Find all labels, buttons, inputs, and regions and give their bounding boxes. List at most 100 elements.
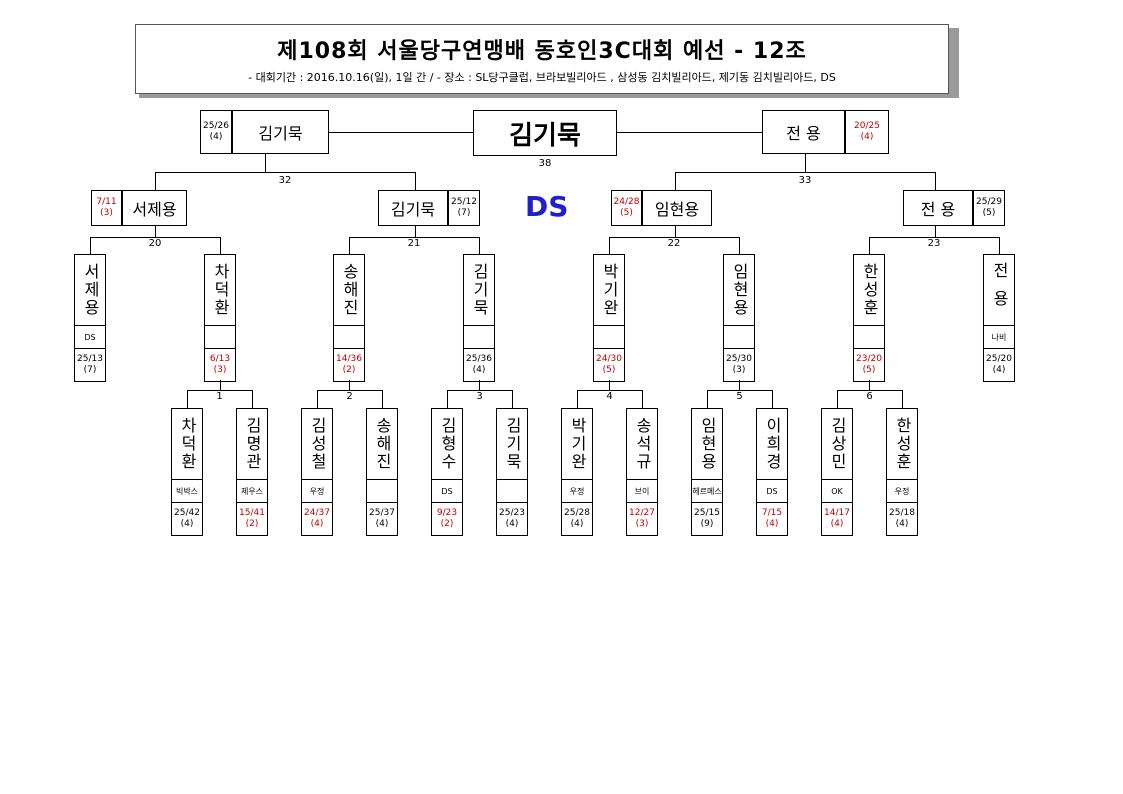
match-number: 38 xyxy=(538,158,552,169)
first-right-score: 25/18(4) xyxy=(886,502,918,536)
quarter-left-score: 14/36(2) xyxy=(333,348,365,382)
match-number: 32 xyxy=(278,175,292,186)
bracket-line xyxy=(415,172,416,190)
innings: (4) xyxy=(209,132,223,142)
bracket-line xyxy=(155,226,156,237)
innings: (3) xyxy=(732,365,746,375)
first-left-club: 우정 xyxy=(561,479,593,503)
score: 25/20 xyxy=(986,354,1012,364)
match-number: 6 xyxy=(866,391,873,402)
quarter-right-name: 임현용 xyxy=(723,254,755,326)
innings: (5) xyxy=(982,208,996,218)
score: 23/20 xyxy=(856,354,882,364)
first-left-club: 헤르메스 xyxy=(691,479,723,503)
first-right-name: 한성훈 xyxy=(886,408,918,480)
quarter-left-club: DS xyxy=(74,325,106,349)
score: 20/25 xyxy=(854,121,880,131)
bracket-line xyxy=(220,380,221,390)
innings: (4) xyxy=(992,365,1006,375)
quarter-left-score: 23/20(5) xyxy=(853,348,885,382)
bracket-line xyxy=(609,237,610,254)
innings: (2) xyxy=(342,365,356,375)
first-left-score: 25/42(4) xyxy=(171,502,203,536)
first-left-score: 14/17(4) xyxy=(821,502,853,536)
final-left-name: 김기묵 xyxy=(232,110,329,154)
semi-right-score: 25/29(5) xyxy=(973,190,1005,226)
quarter-left-name: 박기완 xyxy=(593,254,625,326)
bracket-line xyxy=(577,390,578,408)
semi-right-name: 김기묵 xyxy=(378,190,448,226)
first-left-name: 임현용 xyxy=(691,408,723,480)
first-right-name: 송해진 xyxy=(366,408,398,480)
innings: (2) xyxy=(440,519,454,529)
innings: (3) xyxy=(100,208,113,218)
score: 24/37 xyxy=(304,508,330,518)
match-number: 5 xyxy=(736,391,743,402)
first-left-name: 박기완 xyxy=(561,408,593,480)
bracket-line xyxy=(349,237,479,238)
bracket-line xyxy=(617,132,762,133)
bracket-line xyxy=(155,172,415,173)
first-right-club: 우정 xyxy=(886,479,918,503)
quarter-right-name: 김기묵 xyxy=(463,254,495,326)
match-number: 23 xyxy=(927,238,941,249)
first-right-score: 25/37(4) xyxy=(366,502,398,536)
score: 25/18 xyxy=(889,508,915,518)
innings: (5) xyxy=(620,208,633,218)
score: 25/13 xyxy=(77,354,103,364)
score: 25/30 xyxy=(726,354,752,364)
page-title: 제108회 서울당구연맹배 동호인3C대회 예선 - 12조 xyxy=(277,39,807,64)
semi-left-name: 임현용 xyxy=(642,190,712,226)
quarter-right-club xyxy=(463,325,495,349)
innings: (5) xyxy=(602,365,616,375)
bracket-line xyxy=(447,390,512,391)
quarter-right-score: 25/20(4) xyxy=(983,348,1015,382)
bracket-line xyxy=(675,226,676,237)
bracket-line xyxy=(609,237,739,238)
score: 24/28 xyxy=(613,197,640,207)
innings: (4) xyxy=(180,519,194,529)
bracket-line xyxy=(349,237,350,254)
quarter-left-score: 25/13(7) xyxy=(74,348,106,382)
score: 25/12 xyxy=(451,197,477,207)
bracket-line xyxy=(479,380,480,390)
bracket-line xyxy=(772,390,773,408)
first-right-club: 제우스 xyxy=(236,479,268,503)
bracket-line xyxy=(675,172,676,190)
semi-left-score: 7/11(3) xyxy=(91,190,122,226)
innings: (4) xyxy=(570,519,584,529)
bracket-line xyxy=(675,172,935,173)
score: 25/36 xyxy=(466,354,492,364)
quarter-right-club xyxy=(723,325,755,349)
bracket-line xyxy=(577,390,642,391)
bracket-line xyxy=(999,237,1000,254)
first-right-score: 25/23(4) xyxy=(496,502,528,536)
match-number: 2 xyxy=(346,391,353,402)
first-left-score: 24/37(4) xyxy=(301,502,333,536)
semi-right-name: 전 용 xyxy=(903,190,973,226)
match-number: 33 xyxy=(798,175,812,186)
bracket-line xyxy=(329,132,473,133)
match-number: 20 xyxy=(148,238,162,249)
first-right-name: 김기묵 xyxy=(496,408,528,480)
bracket-line xyxy=(265,154,266,172)
champion-box: 김기묵 xyxy=(473,110,617,156)
quarter-right-club: 나비 xyxy=(983,325,1015,349)
innings: (4) xyxy=(505,519,519,529)
final-right-name: 전 용 xyxy=(762,110,845,154)
bracket-line xyxy=(869,237,999,238)
first-right-score: 15/41(2) xyxy=(236,502,268,536)
first-left-name: 김상민 xyxy=(821,408,853,480)
semi-left-name: 서제용 xyxy=(122,190,187,226)
bracket-line xyxy=(935,226,936,237)
final-right-score: 20/25(4) xyxy=(845,110,889,154)
bracket-line xyxy=(415,226,416,237)
score: 25/15 xyxy=(694,508,720,518)
bracket-line xyxy=(869,380,870,390)
first-right-club xyxy=(496,479,528,503)
score: 7/11 xyxy=(96,197,117,207)
first-left-name: 김형수 xyxy=(431,408,463,480)
first-right-club: DS xyxy=(756,479,788,503)
semi-left-score: 24/28(5) xyxy=(611,190,642,226)
final-left-score: 25/26(4) xyxy=(200,110,232,154)
